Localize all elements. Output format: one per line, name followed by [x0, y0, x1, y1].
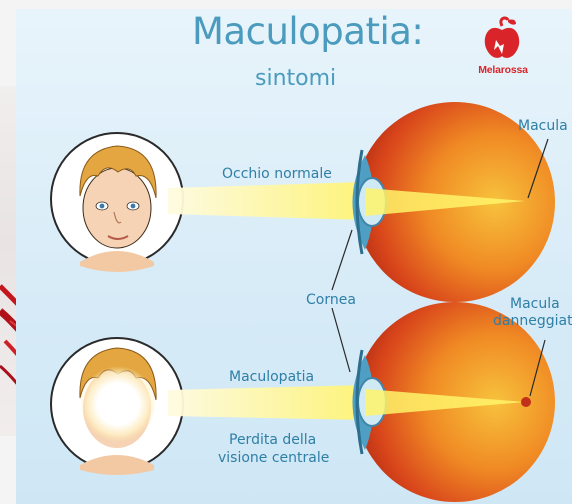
page-subtitle: sintomi: [255, 66, 336, 91]
melarossa-logo: Melarossa: [472, 14, 532, 80]
label-normal-eye: Occhio normale: [222, 166, 332, 182]
damaged-eye: [353, 302, 556, 502]
label-macula: Macula: [518, 118, 568, 134]
label-damaged-macula-1: Macula: [510, 296, 560, 312]
brand-name: Melarossa: [468, 64, 538, 76]
page-title: Maculopatia:: [192, 10, 423, 53]
damaged-macula-spot: [521, 397, 531, 407]
cornea-pointer-bottom: [332, 308, 350, 372]
cornea-pointer-top: [332, 230, 352, 290]
label-loss-1: Perdita della: [229, 432, 316, 448]
normal-face: [51, 133, 183, 272]
label-damaged-macula-2: danneggiata: [493, 313, 572, 329]
label-maculopathy: Maculopatia: [229, 369, 314, 385]
maculopathy-face: [51, 338, 183, 475]
apple-icon: [472, 14, 532, 64]
label-loss-2: visione centrale: [218, 450, 329, 466]
label-cornea: Cornea: [306, 292, 356, 308]
